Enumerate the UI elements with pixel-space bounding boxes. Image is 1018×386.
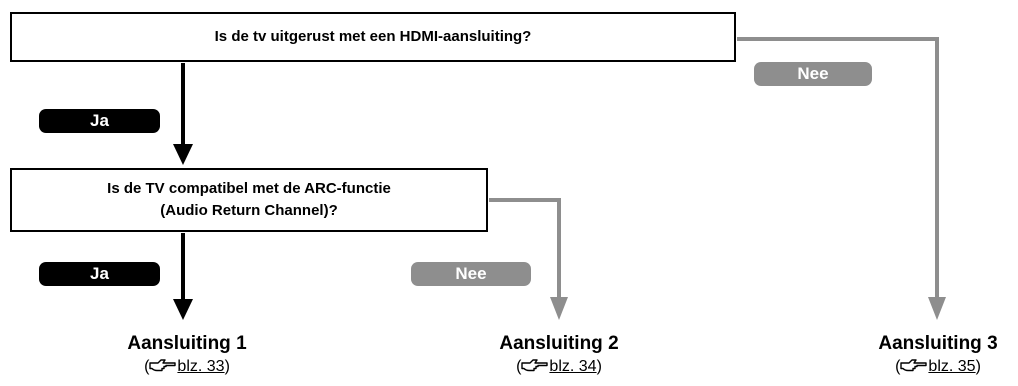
target-title-3: Aansluiting 3 bbox=[878, 333, 998, 354]
question-hdmi-text: Is de tv uitgerust met een HDMI-aansluit… bbox=[214, 28, 532, 45]
question-arc-box: Is de TV compatibel met de ARC-functie (… bbox=[10, 168, 488, 232]
target-title-1: Aansluiting 1 bbox=[127, 333, 247, 354]
ref-open-3: ( bbox=[895, 358, 901, 375]
question-arc-text-line1: Is de TV compatibel met de ARC-functie bbox=[107, 180, 391, 197]
no-label-1: Nee bbox=[754, 62, 872, 86]
no-label-2: Nee bbox=[411, 262, 531, 286]
no-connector-2 bbox=[489, 198, 561, 306]
page-reference-1: ( blz. 33) bbox=[87, 357, 287, 377]
yes-arrowhead-2 bbox=[173, 299, 193, 320]
page-link-1[interactable]: blz. 33 bbox=[177, 358, 225, 375]
ref-close-3: ) bbox=[975, 358, 981, 375]
yes-label-2: Ja bbox=[39, 262, 160, 286]
page-reference-3: ( blz. 35) bbox=[838, 357, 1018, 377]
target-connection-2: Aansluiting 2 ( blz. 34) bbox=[459, 332, 659, 377]
ref-open-2: ( bbox=[516, 358, 522, 375]
page-link-3[interactable]: blz. 35 bbox=[928, 358, 976, 375]
ref-close-1: ) bbox=[224, 358, 230, 375]
target-connection-3: Aansluiting 3 ( blz. 35) bbox=[838, 332, 1018, 377]
pointing-hand-icon bbox=[149, 359, 177, 372]
no-arrowhead-2 bbox=[550, 297, 568, 320]
target-title-2: Aansluiting 2 bbox=[499, 333, 619, 354]
question-hdmi-box: Is de tv uitgerust met een HDMI-aansluit… bbox=[10, 12, 736, 62]
no-connector-1 bbox=[737, 37, 939, 306]
pointing-hand-icon bbox=[521, 359, 549, 372]
ref-open-1: ( bbox=[144, 358, 150, 375]
yes-label-1: Ja bbox=[39, 109, 160, 133]
ref-close-2: ) bbox=[596, 358, 602, 375]
page-link-2[interactable]: blz. 34 bbox=[549, 358, 597, 375]
no-arrowhead-1 bbox=[928, 297, 946, 320]
pointing-hand-icon bbox=[900, 359, 928, 372]
target-connection-1: Aansluiting 1 ( blz. 33) bbox=[87, 332, 287, 377]
yes-arrowhead-1 bbox=[173, 144, 193, 165]
question-arc-text-line2: (Audio Return Channel)? bbox=[160, 202, 338, 219]
page-reference-2: ( blz. 34) bbox=[459, 357, 659, 377]
